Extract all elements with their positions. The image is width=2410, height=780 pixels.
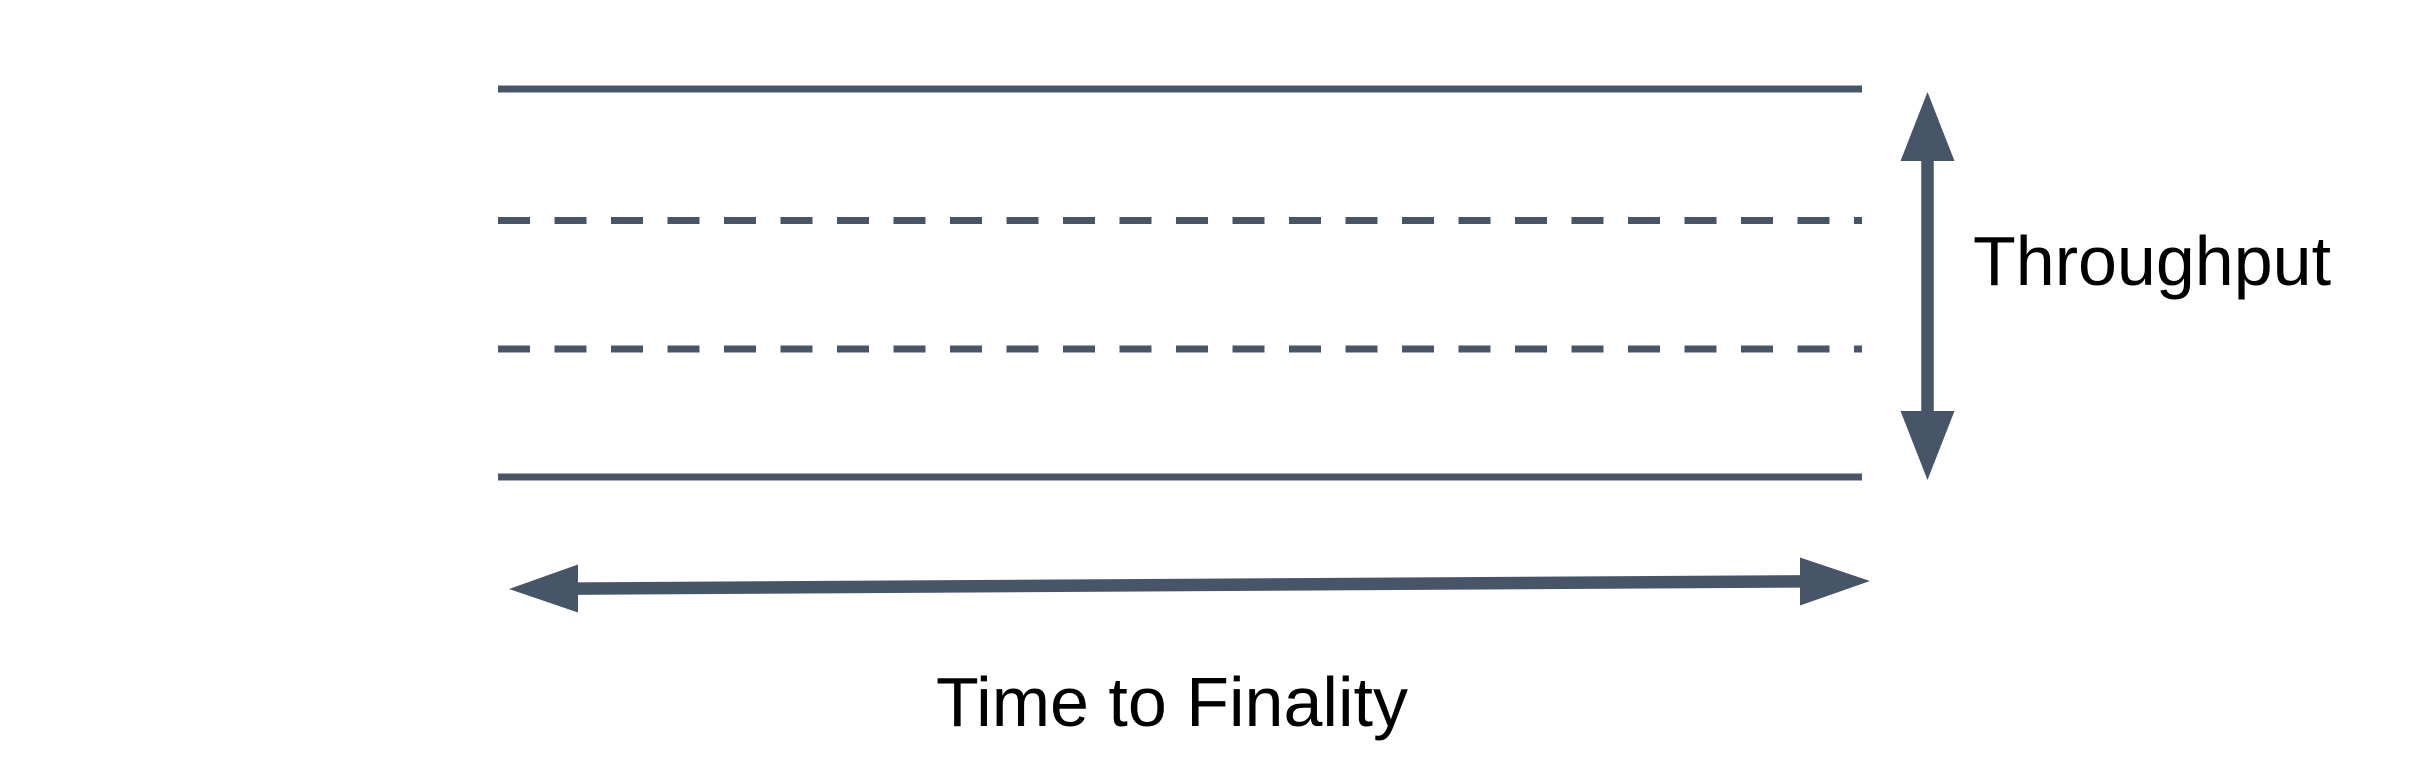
throughput-arrow-icon [1900, 92, 1955, 480]
time-axis-arrow-icon [509, 557, 1870, 613]
time-axis-arrow-head-left [509, 564, 578, 613]
throughput-label: Throughput [1973, 222, 2332, 300]
throughput-arrow-head-up [1900, 92, 1955, 161]
throughput-arrow-head-down [1900, 411, 1955, 480]
time-axis-arrow-shaft [574, 575, 1804, 595]
time-axis-arrow-head-right [1800, 557, 1870, 606]
time-to-finality-label: Time to Finality [936, 663, 1408, 741]
